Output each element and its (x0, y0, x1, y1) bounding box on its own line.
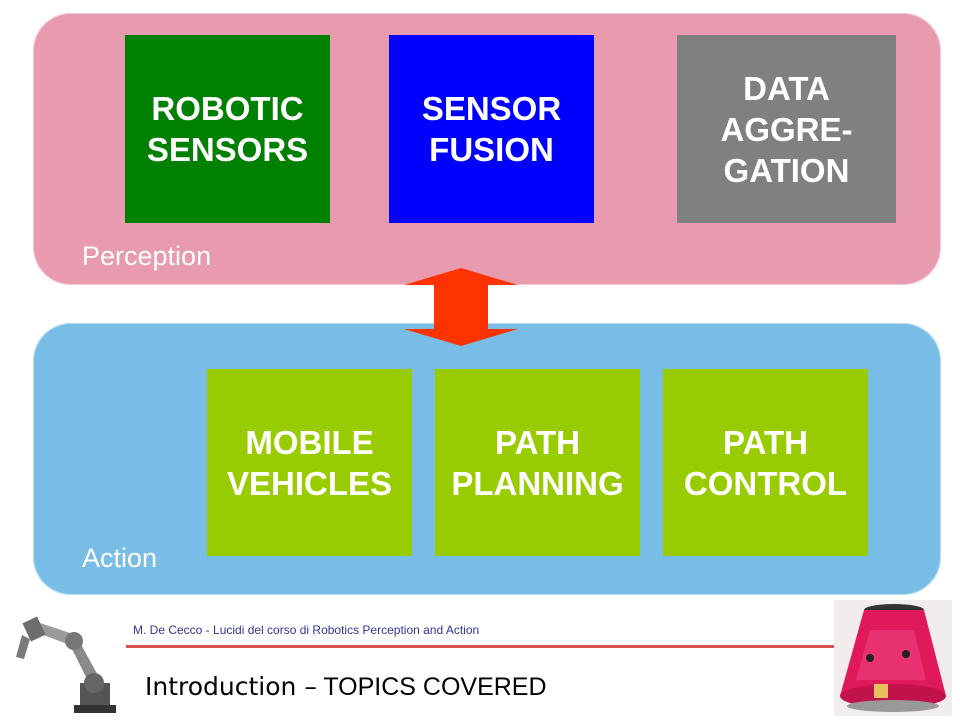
mobile-vehicles-box: MOBILE VEHICLES (207, 369, 412, 556)
slide-title: Introduction – TOPICS COVERED (145, 672, 547, 702)
action-label: Action (82, 543, 158, 573)
slide-title-part2: TOPICS COVERED (316, 673, 547, 701)
path-planning-box: PATH PLANNING (435, 369, 640, 556)
slide-title-part1: Introduction – (145, 672, 317, 701)
data-aggregation-box: DATA AGGRE- GATION (677, 35, 896, 223)
sensor-fusion-box: SENSOR FUSION (389, 35, 594, 223)
footer-divider (126, 645, 834, 648)
mobile-robot-icon (834, 600, 952, 716)
industrial-robot-arm-icon (8, 605, 126, 715)
double-arrow-icon (404, 268, 518, 346)
robotic-sensors-box: ROBOTIC SENSORS (125, 35, 330, 223)
perception-label: Perception (82, 241, 212, 271)
path-control-box: PATH CONTROL (663, 369, 868, 556)
footer-credit: M. De Cecco - Lucidi del corso di Roboti… (133, 623, 480, 637)
